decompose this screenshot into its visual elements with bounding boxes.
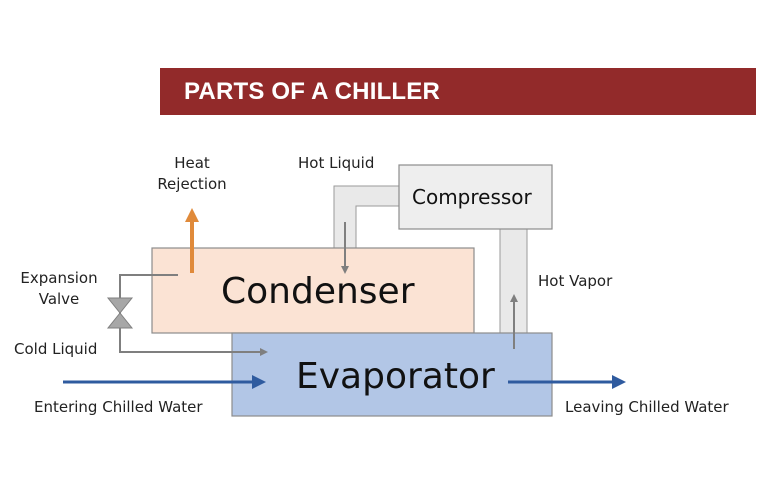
hot-vapor-label: Hot Vapor (538, 272, 613, 290)
compressor-label: Compressor (412, 185, 532, 209)
page-title: PARTS OF A CHILLER (184, 77, 441, 105)
title-bar: PARTS OF A CHILLER (160, 68, 756, 115)
leaving-chilled-water-label: Leaving Chilled Water (565, 398, 729, 416)
condenser-label: Condenser (221, 271, 415, 312)
condenser-box (151, 247, 475, 334)
cold-liquid-label: Cold Liquid (14, 340, 98, 358)
evaporator-label: Evaporator (296, 356, 495, 397)
hot-liquid-pipe (333, 185, 400, 249)
expansion-valve-icon (106, 297, 134, 329)
compressor-box (398, 164, 553, 230)
evaporator-box (231, 332, 553, 417)
expansion-valve-label: Expansion Valve (20, 269, 98, 308)
heat-rejection-label: Heat Rejection (157, 154, 227, 193)
hot-liquid-label: Hot Liquid (298, 154, 375, 172)
entering-chilled-water-label: Entering Chilled Water (34, 398, 203, 416)
